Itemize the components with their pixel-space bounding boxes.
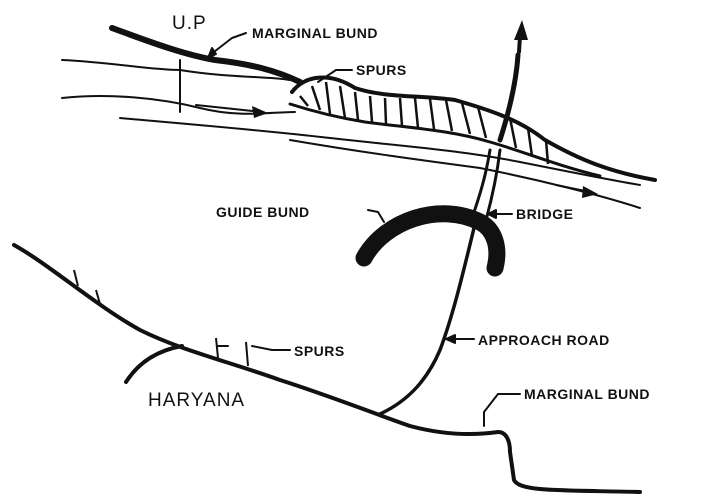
leader-spurs-top — [317, 69, 353, 83]
road-north-arrowhead — [514, 20, 528, 40]
leader-marginal-bund-bottom — [483, 393, 521, 427]
leader-guide-bund — [367, 209, 385, 223]
label-guide-bund: GUIDE BUND — [216, 204, 310, 220]
river-bank-lower — [289, 139, 641, 209]
marginal-bund-up — [109, 25, 303, 85]
approach-road-north — [497, 20, 528, 143]
flow-arrows — [195, 104, 598, 198]
river-flow-line-upper — [61, 95, 296, 115]
spurs-band-inner — [288, 102, 602, 178]
label-marginal-bund-bottom: MARGINAL BUND — [524, 386, 650, 402]
label-spurs-bottom: SPURS — [294, 343, 345, 359]
leader-approach-road-head — [445, 334, 456, 344]
guide-bund — [355, 205, 506, 277]
label-approach-road: APPROACH ROAD — [478, 332, 610, 348]
marginal-bund-haryana — [12, 243, 642, 494]
flow-arrow-left-head — [252, 106, 268, 118]
spurs-band-outer — [290, 75, 657, 182]
river-channel — [61, 59, 641, 209]
label-marginal-bund-top: MARGINAL BUND — [252, 25, 378, 41]
leader-lines — [207, 32, 521, 427]
river-bank-upper — [61, 59, 291, 81]
spurs-band-up — [288, 75, 657, 182]
bridge-line-left — [470, 148, 492, 220]
leader-marginal-bund-top-head — [207, 47, 217, 59]
road-north-line — [497, 52, 521, 143]
leader-marginal-bund-top — [209, 32, 247, 56]
approach-road — [378, 218, 478, 416]
spur-marks-haryana — [73, 269, 249, 367]
flow-arrow-left — [195, 104, 263, 113]
label-spurs-top: SPURS — [356, 62, 407, 78]
spur-marks-up — [299, 81, 550, 165]
label-bridge: BRIDGE — [516, 206, 573, 222]
river-flow-line-lower — [119, 117, 641, 186]
label-up: U.P — [172, 13, 207, 34]
haryana-bund-line — [12, 243, 642, 494]
leader-bridge-head — [487, 209, 497, 219]
haryana-side-arm — [124, 344, 184, 384]
road-north-stub — [517, 34, 522, 54]
flow-arrow-right-head — [582, 186, 598, 198]
leader-spurs-bottom — [251, 345, 291, 351]
label-haryana: HARYANA — [148, 390, 245, 411]
